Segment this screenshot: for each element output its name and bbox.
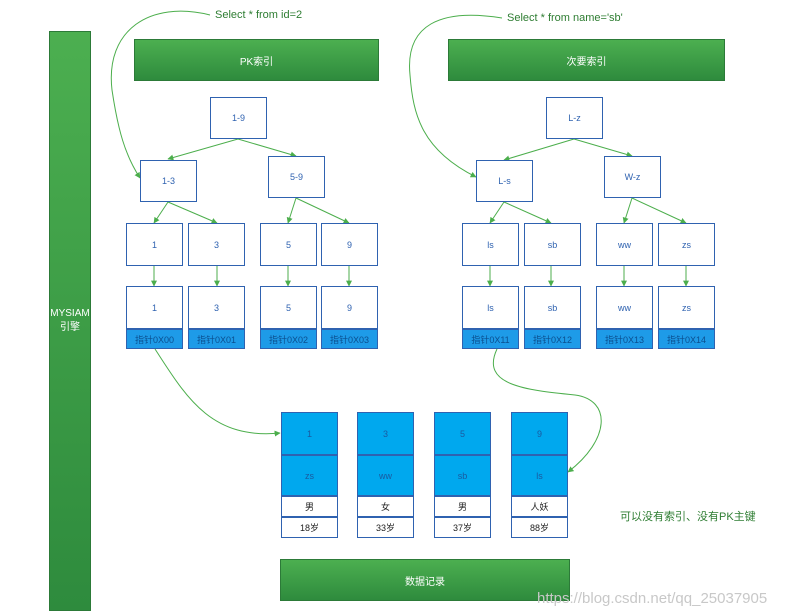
pk-data-node: 3	[188, 286, 245, 329]
edge-pk-5-9-to-5	[286, 197, 297, 224]
secondary-pointer-cell: 指针0X14	[658, 329, 715, 349]
secondary-node-left: L-s	[476, 160, 533, 202]
secondary-leaf-node: zs	[658, 223, 715, 266]
watermark: https://blog.csdn.net/qq_25037905	[537, 590, 768, 607]
edge-sec-wz-to-ww	[622, 197, 633, 224]
secondary-data-node: ww	[596, 286, 653, 329]
secondary-data-node: zs	[658, 286, 715, 329]
record-gender-cell: 女	[357, 496, 414, 517]
record-name-cell: ww	[357, 455, 414, 496]
edge-pk-1-3-to-1	[153, 201, 169, 224]
edge-pk-root-left	[167, 138, 239, 161]
pointer-curve-0x11	[492, 348, 602, 473]
engine-bar: MYSIAM 引擎	[49, 31, 91, 611]
pk-pointer-cell: 指针0X00	[126, 329, 183, 349]
pk-pointer-cell: 指针0X01	[188, 329, 245, 349]
pk-leaf-node: 1	[126, 223, 183, 266]
pk-data-node: 1	[126, 286, 183, 329]
secondary-root-node: L-z	[546, 97, 603, 139]
secondary-pointer-cell: 指针0X12	[524, 329, 581, 349]
record-id-cell: 9	[511, 412, 568, 455]
secondary-pointer-cell: 指针0X13	[596, 329, 653, 349]
query-curve-sec	[409, 14, 503, 178]
edge-pk-5-9-to-9	[295, 197, 350, 224]
pk-leaf-node: 3	[188, 223, 245, 266]
record-age-cell: 88岁	[511, 517, 568, 538]
secondary-data-node: sb	[524, 286, 581, 329]
side-note: 可以没有索引、没有PK主键	[620, 511, 756, 523]
pk-pointer-cell: 指针0X02	[260, 329, 317, 349]
secondary-data-node: ls	[462, 286, 519, 329]
edge-sec-ls-to-sb	[503, 201, 552, 224]
data-records-bar: 数据记录	[280, 559, 570, 601]
record-id-cell: 3	[357, 412, 414, 455]
pk-data-node: 9	[321, 286, 378, 329]
record-age-cell: 18岁	[281, 517, 338, 538]
pointer-curve-0x00	[154, 348, 281, 437]
secondary-node-right: W-z	[604, 156, 661, 198]
pk-node-left: 1-3	[140, 160, 197, 202]
secondary-index-header: 次要索引	[448, 39, 725, 81]
pk-leaf-node: 5	[260, 223, 317, 266]
secondary-leaf-node: sb	[524, 223, 581, 266]
edge-sec-ls-to-ls	[489, 201, 505, 224]
engine-label: MYSIAM 引擎	[50, 308, 90, 333]
pk-node-right: 5-9	[268, 156, 325, 198]
secondary-index-header-label: 次要索引	[566, 56, 607, 68]
record-name-cell: zs	[281, 455, 338, 496]
pk-query-text: Select * from id=2	[215, 9, 303, 21]
record-name-cell: ls	[511, 455, 568, 496]
pk-root-node: 1-9	[210, 97, 267, 139]
secondary-leaf-node: ls	[462, 223, 519, 266]
record-age-cell: 37岁	[434, 517, 491, 538]
pk-data-node: 5	[260, 286, 317, 329]
pk-leaf-node: 9	[321, 223, 378, 266]
edge-sec-wz-to-zs	[631, 197, 687, 224]
data-records-label: 数据记录	[405, 576, 445, 588]
record-gender-cell: 人妖	[511, 496, 568, 517]
secondary-query-text: Select * from name='sb'	[507, 12, 623, 24]
pk-pointer-cell: 指针0X03	[321, 329, 378, 349]
record-gender-cell: 男	[434, 496, 491, 517]
pk-index-header-label: PK索引	[239, 56, 274, 68]
record-gender-cell: 男	[281, 496, 338, 517]
edge-pk-1-3-to-3	[167, 201, 218, 224]
record-id-cell: 5	[434, 412, 491, 455]
edge-sec-root-right	[573, 138, 633, 158]
edge-pk-root-right	[237, 138, 297, 158]
record-name-cell: sb	[434, 455, 491, 496]
secondary-leaf-node: ww	[596, 223, 653, 266]
edge-sec-root-left	[503, 138, 575, 162]
record-id-cell: 1	[281, 412, 338, 455]
pk-index-header: PK索引	[134, 39, 379, 81]
query-curve-pk	[110, 10, 211, 179]
secondary-pointer-cell: 指针0X11	[462, 329, 519, 349]
record-age-cell: 33岁	[357, 517, 414, 538]
